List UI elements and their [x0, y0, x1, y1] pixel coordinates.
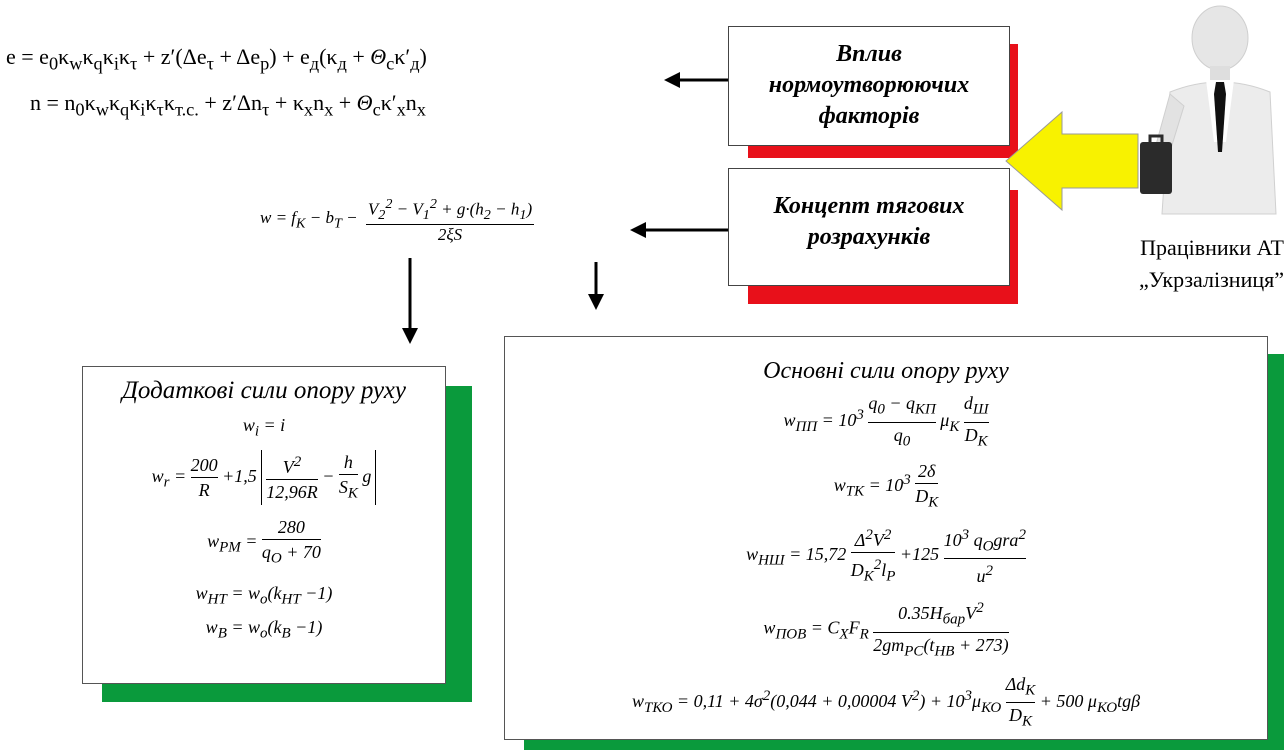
arrow-to-w-formula	[630, 222, 728, 238]
formula-wht: wHT = wo(kHT −1)	[195, 582, 333, 608]
formula-wi: wi = i	[242, 415, 286, 440]
main-box-title: Основні сили опору руху	[763, 358, 1009, 384]
workers-label-line1: Працівники АТ	[1140, 235, 1284, 260]
formula-e: e = e0κwκqκiκτ + z′(Δeτ + Δep) + eд(κд +…	[6, 44, 427, 74]
workers-label: Працівники АТ „Укрзалізниця”	[1058, 232, 1284, 296]
factors-box-line3: факторів	[818, 103, 920, 129]
additional-box: Додаткові сили опору руху wi = i wr = 20…	[82, 366, 446, 684]
arrow-down-to-main	[588, 262, 604, 310]
factors-box: Вплив нормоутворюючих факторів	[728, 26, 1010, 146]
arrow-to-top-formulas	[664, 72, 728, 88]
factors-box-line2: нормоутворюючих	[768, 72, 970, 98]
businessman-icon	[1140, 5, 1277, 215]
formula-wtko: wТКО = 0,11 + 4σ2(0,044 + 0,00004 V2) + …	[631, 673, 1141, 730]
concept-box: Концепт тягових розрахунків	[728, 168, 1010, 286]
formula-w: w = fK − bT − V22 − V12 + g·(h2 − h1) 2ξ…	[260, 196, 535, 245]
formula-n: n = n0κwκqκiκτκт.с. + z′Δnτ + κxnx + Θcκ…	[30, 90, 426, 120]
workers-label-line2: „Укрзалізниця”	[1139, 267, 1284, 292]
additional-box-title: Додаткові сили опору руху	[122, 377, 406, 404]
arrow-down-to-additional	[402, 258, 418, 344]
formula-wb: wB = wo(kB −1)	[205, 617, 323, 642]
yellow-arrow-icon	[1005, 110, 1139, 212]
concept-box-line2: розрахунків	[807, 224, 931, 250]
factors-box-line1: Вплив	[836, 41, 902, 67]
concept-box-line1: Концепт тягових	[773, 193, 965, 219]
main-box: Основні сили опору руху wПП = 103 q0 − q…	[504, 336, 1268, 740]
